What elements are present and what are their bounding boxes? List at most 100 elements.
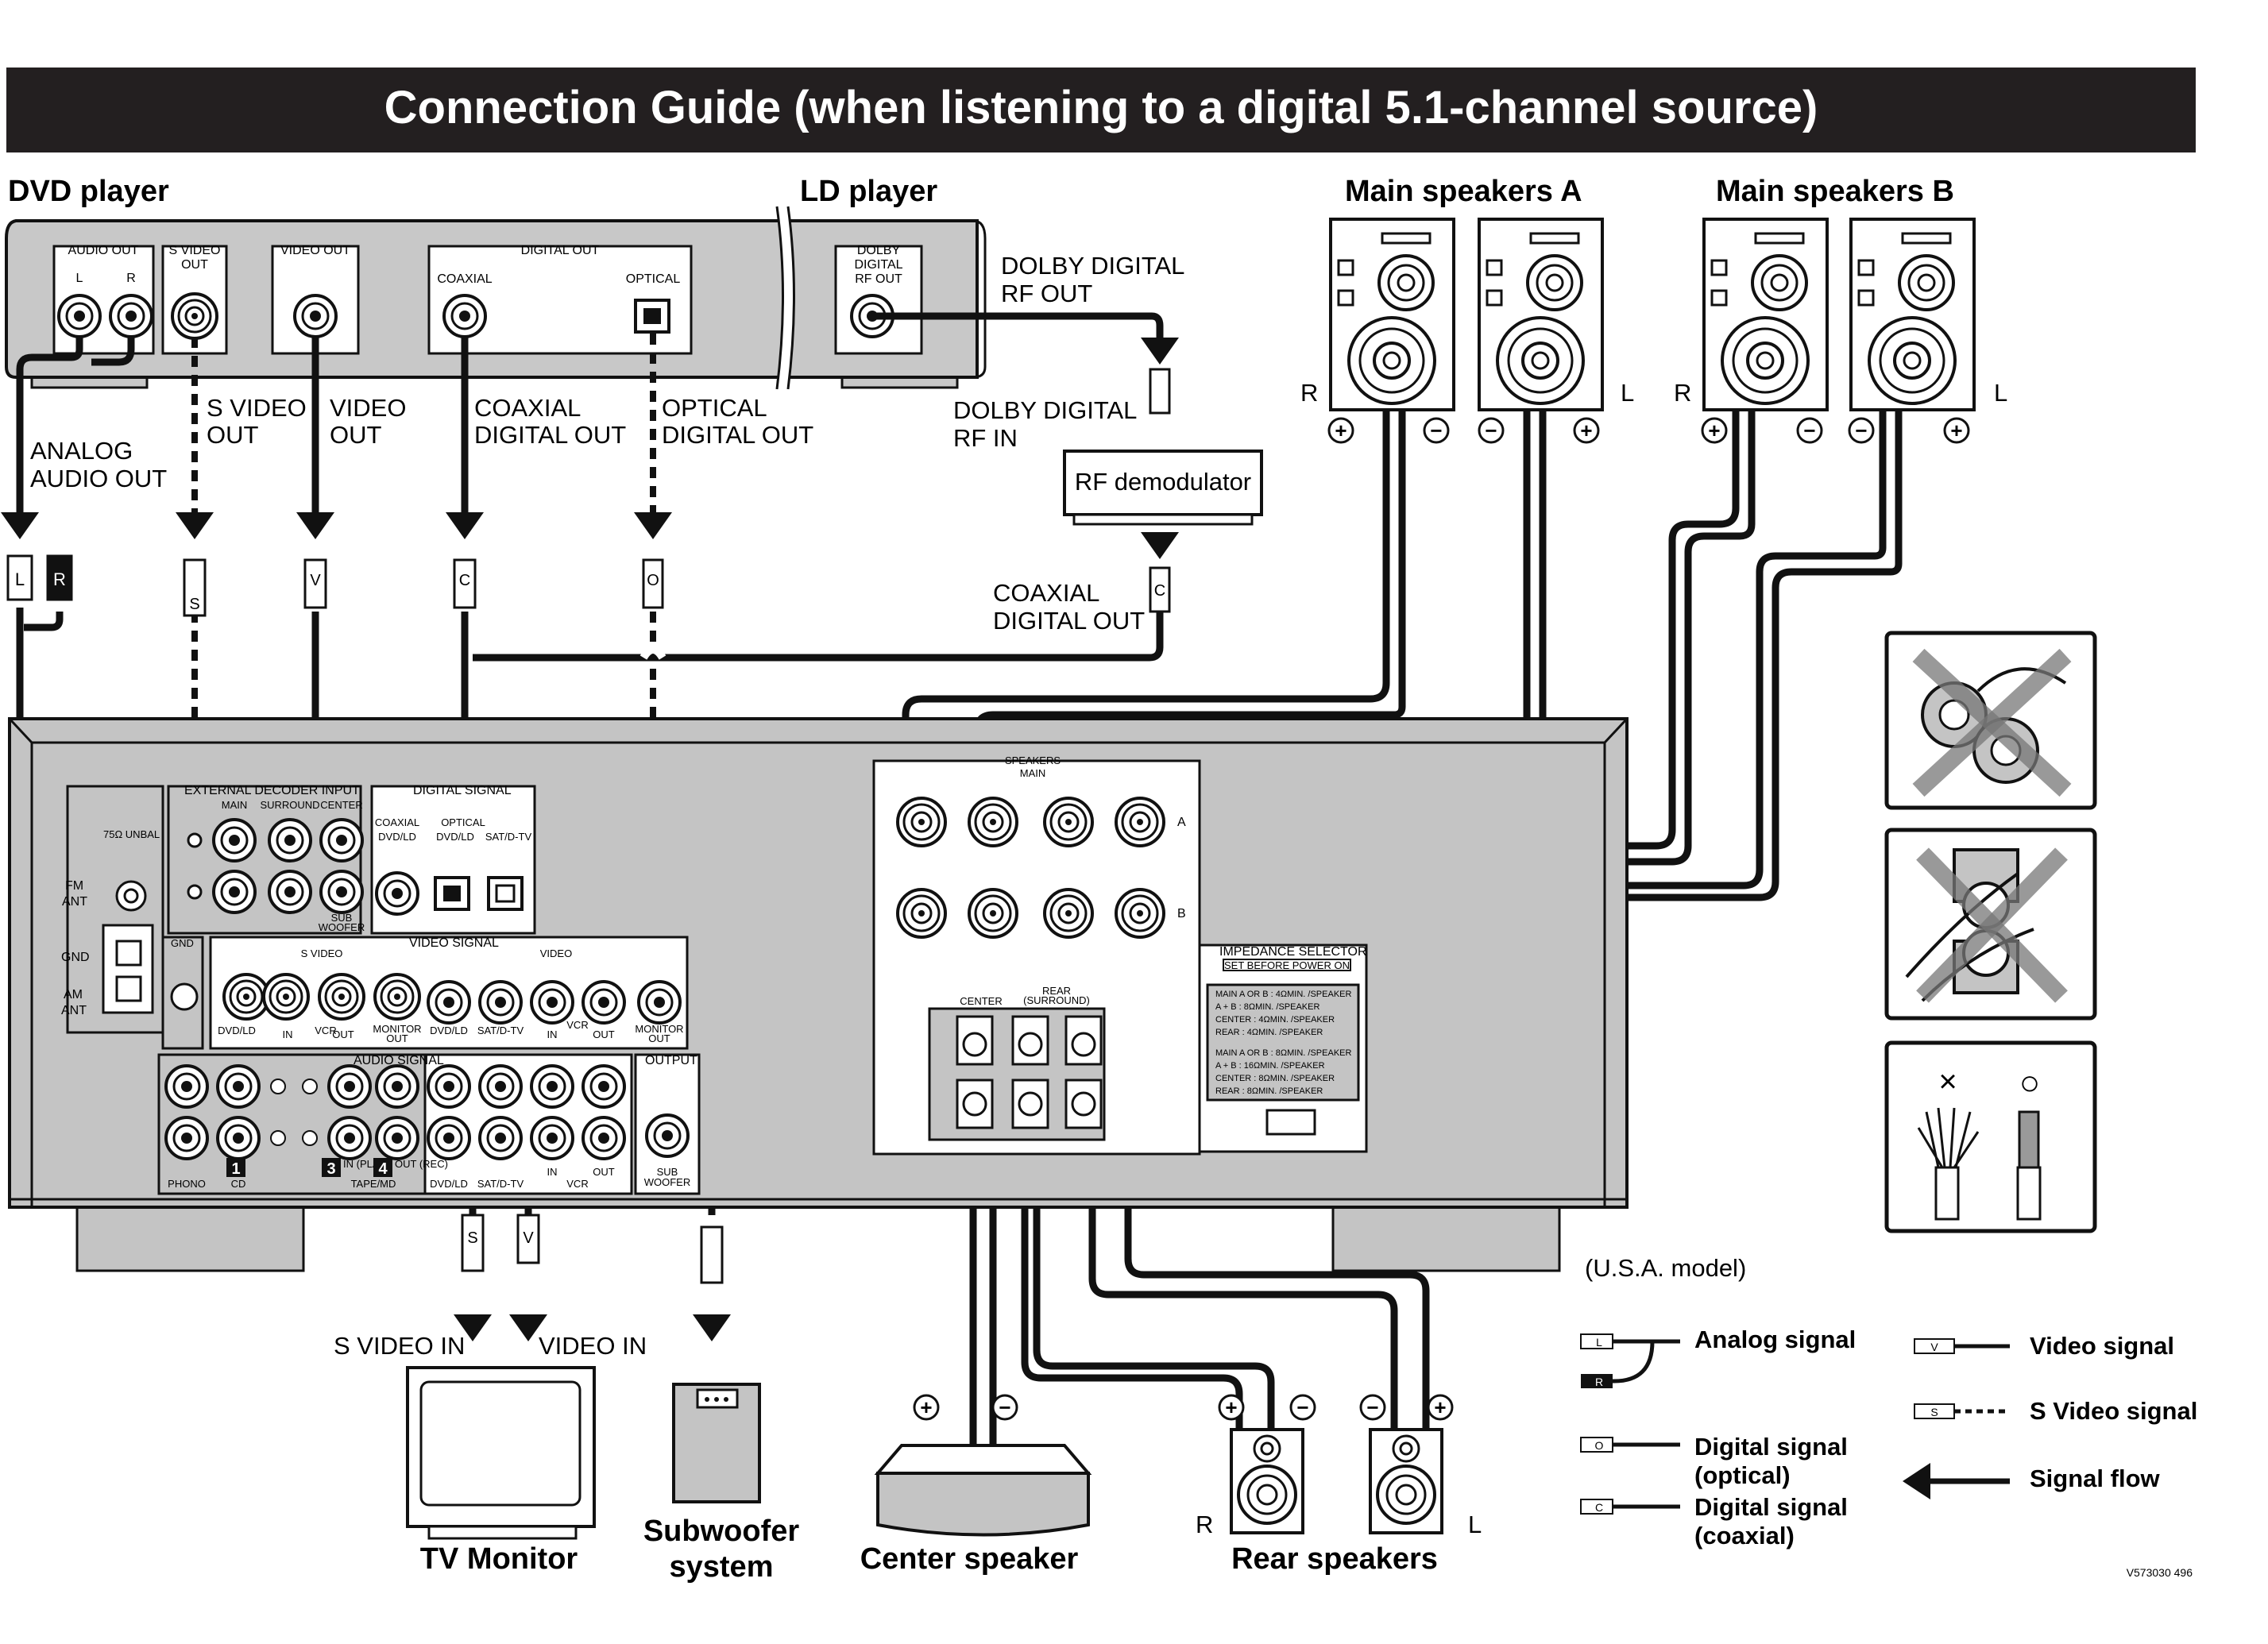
- terminal-mark-plus: +: [1434, 1395, 1446, 1419]
- ld-rf-cable: [874, 312, 1164, 349]
- audio-signal-label: AUDIO SIGNAL: [354, 1054, 444, 1067]
- speakers-a-label: A: [1177, 816, 1186, 829]
- terminal-mark-circle: [1327, 417, 1354, 444]
- digital-sat-label: SAT/D-TV: [485, 831, 532, 843]
- plug-svideo: S: [183, 558, 207, 617]
- rf-demodulator: [1063, 450, 1263, 526]
- num-1: 1: [231, 1160, 240, 1178]
- plug-monitor-svideo: S: [461, 1214, 485, 1272]
- video-out-port-label: VIDEO OUT: [280, 244, 350, 257]
- fm-ant-label: ANT: [62, 895, 87, 909]
- label-analog-1: ANALOG: [30, 437, 133, 465]
- plugs: L R S V C O C S V: [6, 368, 1171, 1284]
- svg-text:V: V: [310, 572, 321, 589]
- audio-out-l: L: [76, 272, 83, 285]
- label-coax-1: COAXIAL: [474, 394, 581, 422]
- terminal-mark-circle: [1848, 417, 1875, 444]
- digital-out-port-label: DIGITAL OUT: [521, 244, 600, 257]
- vs-out: OUT: [332, 1028, 354, 1040]
- ext-surround-label: SURROUND: [260, 799, 319, 811]
- svg-text:C: C: [459, 572, 470, 589]
- impedance-row: CENTER : 4ΩMIN. /SPEAKER: [1215, 1015, 1335, 1025]
- impedance-row: REAR : 8ΩMIN. /SPEAKER: [1215, 1086, 1323, 1096]
- ld-player-heading: LD player: [800, 175, 937, 208]
- legend-coax-1: Digital signal: [1694, 1493, 1848, 1521]
- dolby-port-label-2: DIGITAL: [854, 258, 902, 272]
- rear-speaker-left: [1369, 1428, 1443, 1534]
- rear-r-minus-cable: [1033, 1108, 1275, 1445]
- impedance-row: REAR : 4ΩMIN. /SPEAKER: [1215, 1028, 1323, 1037]
- ext-main-label: MAIN: [222, 799, 248, 811]
- tape-md-label: TAPE/MD: [351, 1178, 396, 1190]
- digital-coaxial-label: COAXIAL: [375, 816, 419, 828]
- v-vcr: VCR: [566, 1019, 588, 1031]
- output-label: OUTPUT: [645, 1054, 697, 1067]
- main-a-r-plus-cable: [902, 409, 1390, 826]
- main-a-l-mark: L: [1621, 379, 1634, 407]
- label-optical-1: OPTICAL: [662, 394, 767, 422]
- rear-l-mark: L: [1468, 1511, 1482, 1538]
- coaxial-out-jack: [442, 294, 487, 338]
- speakers-b-label: B: [1177, 907, 1186, 920]
- terminal-mark-minus: −: [999, 1395, 1010, 1419]
- legend-flow: Signal flow: [2030, 1465, 2161, 1492]
- terminal-mark-circle: [913, 1394, 940, 1421]
- receiver-jacks: [164, 797, 1165, 1160]
- legend-coax-2: (coaxial): [1694, 1522, 1795, 1549]
- main-b-r-mark: R: [1674, 379, 1691, 407]
- rf-demodulator-label: RF demodulator: [1075, 468, 1251, 496]
- subwoofer-label-2: system: [670, 1550, 774, 1584]
- terminal-mark-circle: [991, 1394, 1018, 1421]
- terminal-mark-minus: −: [1366, 1395, 1378, 1419]
- tip-good-mark: ○: [2019, 1063, 2041, 1102]
- digital-signal-label: DIGITAL SIGNAL: [413, 784, 512, 797]
- speakers-label: SPEAKERS: [1005, 754, 1061, 766]
- v-sat: SAT/D-TV: [477, 1025, 524, 1036]
- digital-dvd-ld-label: DVD/LD: [378, 831, 416, 843]
- terminal-mark-plus: +: [920, 1395, 932, 1419]
- v-monitor-out: OUT: [648, 1032, 670, 1044]
- digital-dvd-ld-label-2: DVD/LD: [436, 831, 474, 843]
- page-title: Connection Guide (when listening to a di…: [384, 82, 1818, 133]
- cd-label: CD: [231, 1178, 246, 1190]
- video-section-label: VIDEO: [540, 947, 572, 959]
- svg-text:V: V: [1930, 1341, 1938, 1353]
- rear-r-mark: R: [1196, 1511, 1213, 1538]
- unbal-label: 75Ω UNBAL: [103, 828, 160, 840]
- main-b-l-mark: L: [1994, 379, 2007, 407]
- label-ld-coax-2: DIGITAL OUT: [993, 607, 1145, 635]
- speakers-main-label: MAIN: [1020, 767, 1046, 779]
- label-optical-2: DIGITAL OUT: [662, 421, 813, 449]
- optical-out-jack: [634, 299, 670, 334]
- as-in: IN: [547, 1166, 558, 1178]
- dolby-port-label-3: RF OUT: [855, 272, 902, 286]
- svg-text:L: L: [1596, 1336, 1602, 1349]
- output-sub-label: SUB: [657, 1166, 678, 1178]
- main-speakers-a-heading: Main speakers A: [1345, 175, 1582, 208]
- label-analog-2: AUDIO OUT: [30, 465, 167, 492]
- gnd-label: GND: [61, 951, 90, 964]
- dvd-player-heading: DVD player: [8, 175, 169, 208]
- rear-speakers-label: Rear speakers: [1231, 1542, 1438, 1576]
- terminal-mark-circle: [1289, 1394, 1316, 1421]
- label-video-in: VIDEO IN: [539, 1332, 647, 1360]
- ld-coaxial-cable: [473, 580, 1164, 662]
- model-note: (U.S.A. model): [1585, 1254, 1746, 1282]
- center-speaker-label: Center speaker: [860, 1542, 1079, 1576]
- optical-port-label: OPTICAL: [626, 272, 681, 286]
- svg-text:O: O: [1595, 1439, 1604, 1452]
- am-ant-label: ANT: [61, 1004, 87, 1017]
- main-speakers-b-heading: Main speakers B: [1716, 175, 1954, 208]
- impedance-title: IMPEDANCE SELECTOR: [1219, 945, 1367, 959]
- v-dvd-ld: DVD/LD: [430, 1025, 468, 1036]
- video-out-jack: [293, 294, 338, 338]
- vs-dvd-ld: DVD/LD: [218, 1025, 256, 1036]
- plug-optical: O: [642, 558, 664, 609]
- audio-out-r: R: [126, 272, 136, 285]
- terminal-mark-minus: −: [1855, 419, 1867, 442]
- terminal-mark-minus: −: [1430, 419, 1442, 442]
- ext-center-label: CENTER: [320, 799, 362, 811]
- terminal-mark-minus: −: [1803, 419, 1815, 442]
